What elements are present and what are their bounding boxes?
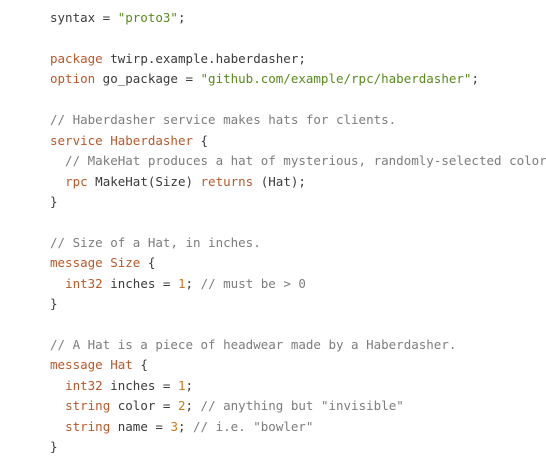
code-token: int32 (65, 377, 103, 393)
code-token: "github.com/example/rpc/haberdasher" (200, 71, 472, 87)
code-token: string (65, 398, 111, 414)
code-token: 2 (177, 398, 186, 414)
code-line: // A Hat is a piece of headwear made by … (50, 335, 546, 355)
code-token: Size (110, 255, 141, 271)
code-token: { (132, 357, 148, 373)
code-token: string (65, 418, 111, 434)
code-token: service (50, 132, 103, 148)
code-line: // MakeHat produces a hat of mysterious,… (50, 151, 546, 171)
code-line: string name = 3; // i.e. "bowler" (50, 417, 546, 437)
code-token: color = (110, 398, 178, 414)
code-token: inches = (102, 275, 178, 291)
code-token: package (50, 50, 103, 66)
code-line: service Haberdasher { (50, 131, 546, 151)
code-token: go_package = (95, 71, 201, 87)
code-line (50, 315, 546, 335)
code-token: // anything but "invisible" (200, 398, 404, 414)
code-token: ; (471, 71, 479, 87)
code-line: // Haberdasher service makes hats for cl… (50, 110, 546, 130)
code-token (50, 276, 65, 291)
code-token: } (50, 296, 58, 312)
code-token (50, 398, 65, 413)
code-token (50, 174, 65, 189)
code-line: } (50, 192, 546, 212)
code-token: Haberdasher (110, 132, 194, 148)
code-token: "proto3" (117, 10, 178, 25)
code-line (50, 212, 546, 232)
code-token: MakeHat(Size) (87, 173, 201, 189)
code-line: option go_package = "github.com/example/… (50, 69, 546, 89)
code-line: } (50, 437, 546, 457)
code-token: } (50, 439, 58, 455)
code-token: { (140, 255, 156, 271)
code-token (50, 378, 65, 393)
code-token: ; (185, 275, 201, 291)
code-token: name = (110, 418, 171, 434)
code-line: int32 inches = 1; // must be > 0 (50, 274, 546, 294)
code-line: int32 inches = 1; (50, 376, 546, 396)
code-token: ; (185, 398, 201, 414)
code-line: // Size of a Hat, in inches. (50, 233, 546, 253)
code-line: rpc MakeHat(Size) returns (Hat); (50, 172, 546, 192)
code-line: message Hat { (50, 355, 546, 375)
code-token: // must be > 0 (200, 275, 306, 291)
code-line: string color = 2; // anything but "invis… (50, 396, 546, 416)
code-token: 1 (177, 275, 186, 291)
code-token: ; (177, 418, 194, 434)
code-line: } (50, 294, 546, 314)
code-token: option (50, 71, 96, 87)
code-token: // MakeHat produces a hat of mysterious,… (50, 153, 546, 169)
code-line (50, 28, 546, 48)
code-token: { (193, 132, 209, 148)
code-token: ; (177, 10, 186, 25)
code-line: syntax = "proto3"; (50, 8, 546, 28)
code-token: 3 (170, 418, 178, 434)
code-block: syntax = "proto3"; package twirp.example… (50, 8, 546, 458)
code-token: returns (200, 173, 254, 189)
code-token: message (50, 255, 103, 271)
code-token: int32 (65, 275, 103, 291)
code-token: Hat (110, 357, 133, 373)
code-token: rpc (65, 173, 88, 189)
code-token: // Size of a Hat, in inches. (50, 234, 261, 250)
code-token: twirp.example.haberdasher; (102, 50, 306, 66)
code-token: // Haberdasher service makes hats for cl… (50, 112, 397, 128)
code-line (50, 90, 546, 110)
code-token: ; (185, 377, 194, 393)
code-token: // i.e. "bowler" (193, 418, 314, 434)
code-token: // A Hat is a piece of headwear made by … (50, 337, 457, 352)
code-line: message Size { (50, 253, 546, 273)
code-token: (Hat); (253, 173, 306, 189)
code-line: package twirp.example.haberdasher; (50, 49, 546, 69)
code-token: 1 (177, 377, 186, 393)
code-token: syntax = (50, 10, 118, 25)
code-token: message (50, 357, 103, 373)
code-token: inches = (102, 377, 178, 393)
code-token (50, 419, 65, 434)
code-token: } (50, 193, 58, 209)
